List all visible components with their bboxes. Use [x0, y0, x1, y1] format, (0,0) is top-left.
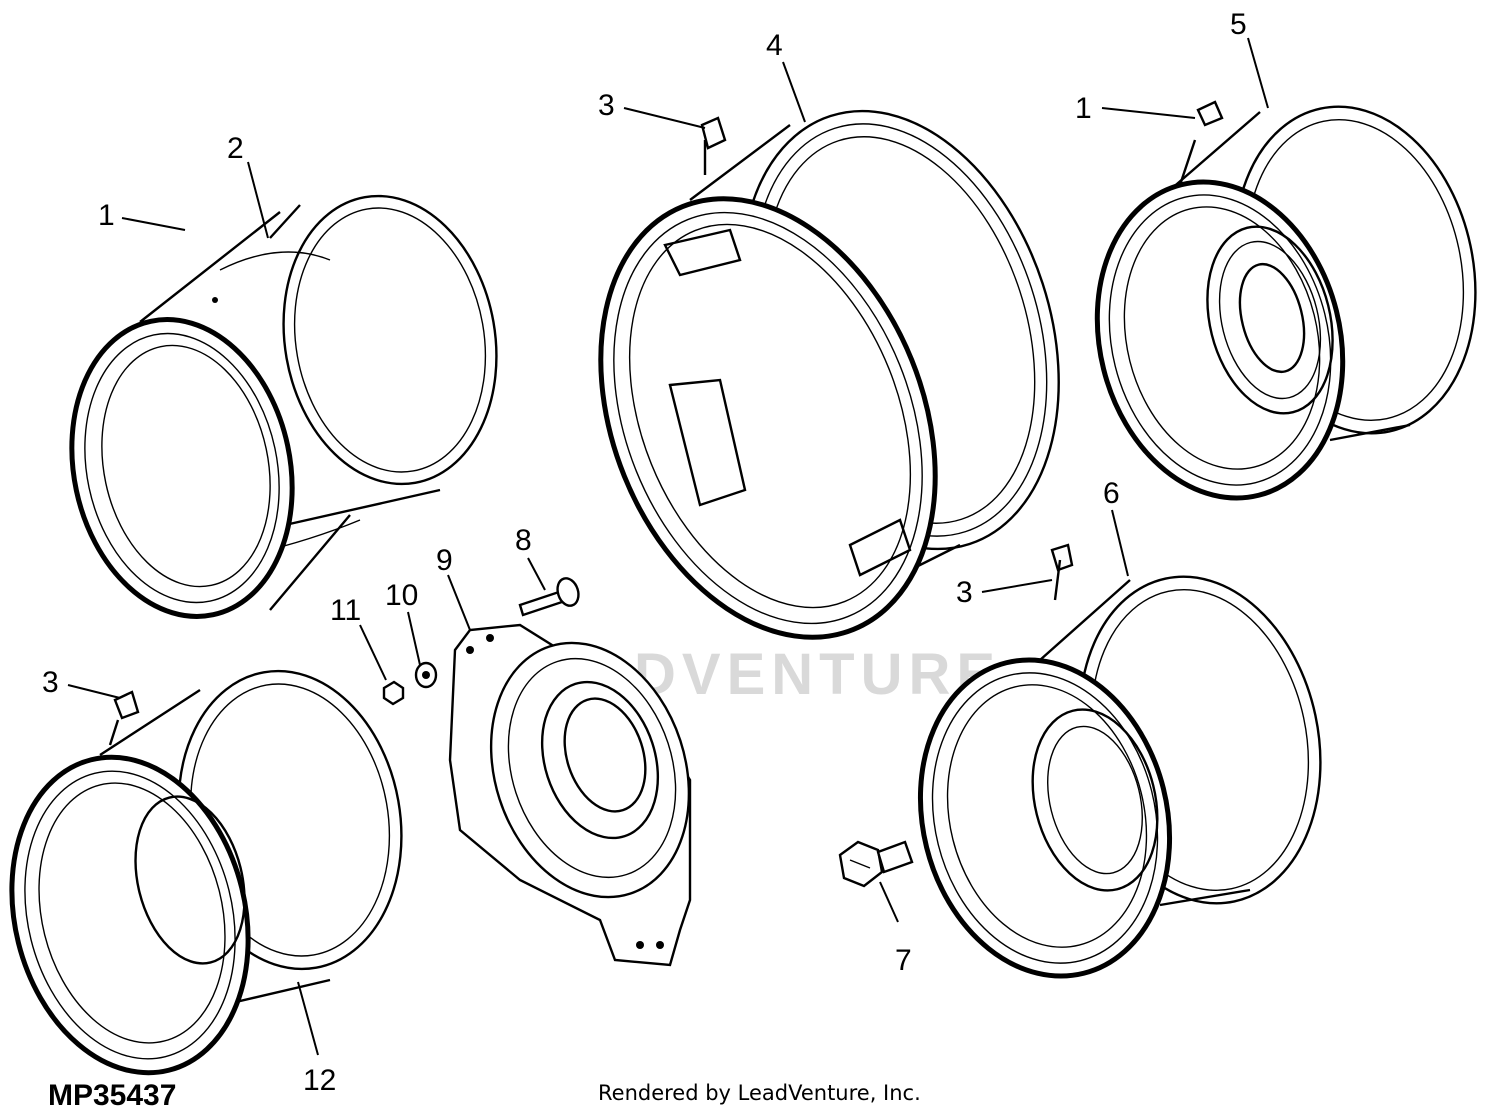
wheel-rim-4 [598, 109, 1060, 640]
wheel-rim-2 [69, 194, 498, 619]
nut-11 [382, 680, 405, 706]
callout-3-center: 3 [598, 89, 615, 122]
callout-1-left: 1 [98, 199, 115, 232]
callout-12: 12 [303, 1064, 336, 1097]
wheel-disc-9 [448, 623, 692, 967]
leader-lines [67, 37, 1269, 1056]
callout-labels: 1 2 3 4 3 1 5 6 3 7 8 9 10 11 3 12 [42, 8, 1247, 1097]
render-credit: Rendered by LeadVenture, Inc. [598, 1081, 921, 1105]
wheel-rim-6 [917, 543, 1322, 979]
callout-3-right: 3 [956, 576, 973, 609]
callout-7: 7 [895, 944, 912, 977]
callout-9: 9 [436, 544, 453, 577]
callout-2: 2 [227, 132, 244, 165]
callout-8: 8 [515, 524, 532, 557]
figure-id: MP35437 [48, 1079, 176, 1112]
callout-5: 5 [1230, 8, 1247, 41]
wheel-rim-12 [9, 669, 403, 1076]
wheel-bolt-7 [838, 840, 914, 888]
callout-10: 10 [385, 579, 418, 612]
wheel-rim-5 [1094, 100, 1477, 501]
callout-1-right: 1 [1075, 92, 1092, 125]
callout-3-left: 3 [42, 666, 59, 699]
bolt-8 [518, 577, 580, 617]
callout-4: 4 [766, 29, 783, 62]
callout-11: 11 [330, 594, 361, 627]
callout-6: 6 [1103, 477, 1120, 510]
washer-10 [414, 661, 438, 689]
